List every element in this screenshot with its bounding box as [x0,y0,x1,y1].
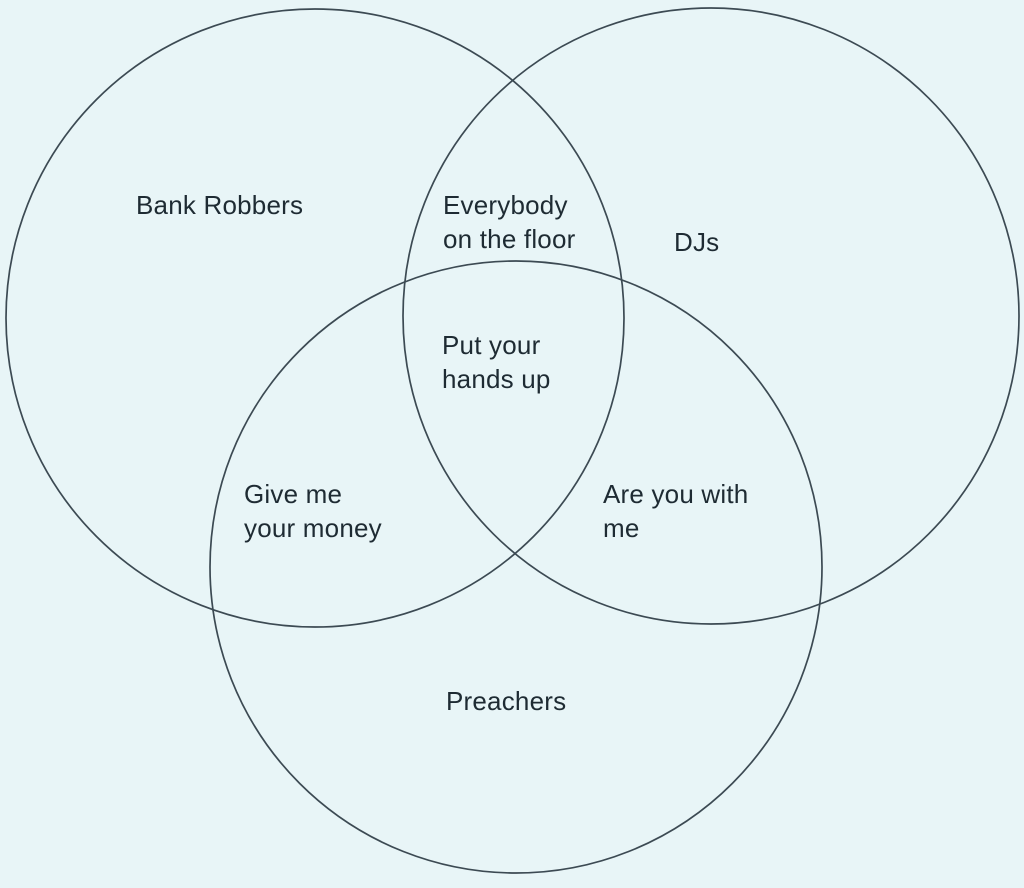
djs-label: DJs [674,227,720,257]
all-three-intersection-label: Put your hands up [442,330,551,394]
bank-robbers-djs-intersection-label: Everybody on the floor [443,190,576,254]
preachers-label: Preachers [446,686,567,716]
bank-robbers-circle [5,8,625,628]
djs-circle [402,7,1020,625]
bank-robbers-label: Bank Robbers [136,190,304,220]
preachers-circle [209,260,823,874]
bank-robbers-preachers-intersection-label: Give me your money [244,479,382,543]
djs-preachers-intersection-label: Are you with me [603,479,749,543]
